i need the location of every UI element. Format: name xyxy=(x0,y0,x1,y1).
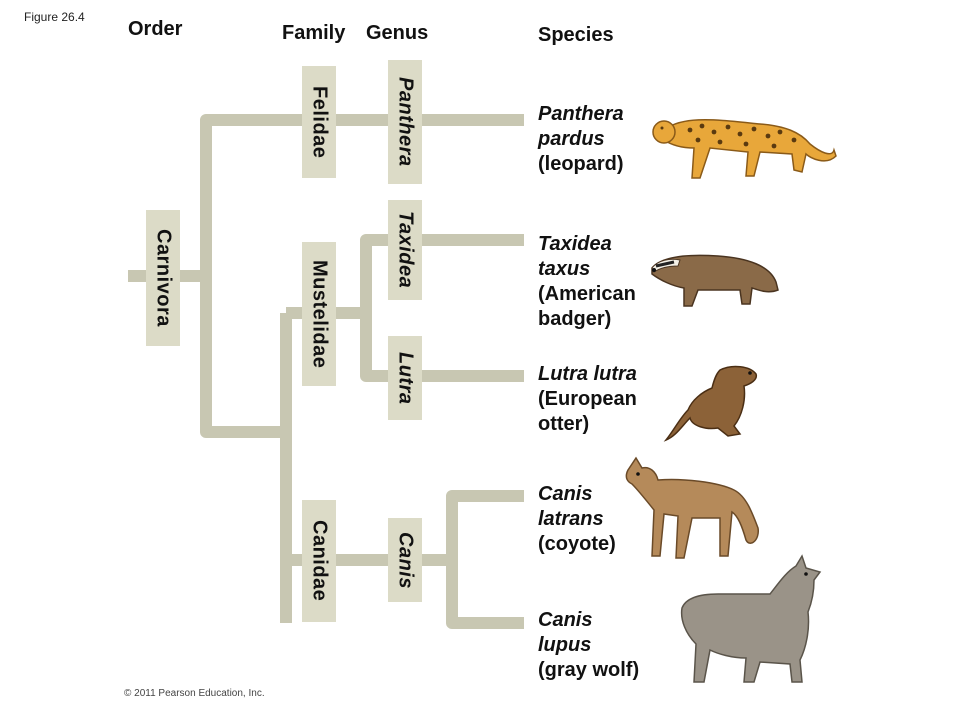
species-otter: Lutra lutra (European otter) xyxy=(538,362,637,437)
genus-box-taxidea: Taxidea xyxy=(388,200,422,300)
genus-box-panthera: Panthera xyxy=(388,60,422,184)
order-box-carnivora: Carnivora xyxy=(146,210,180,346)
species-scientific-line: Taxidea xyxy=(538,233,612,255)
branch-carnivora xyxy=(200,114,524,438)
header-family: Family xyxy=(282,22,346,44)
genus-label: Panthera xyxy=(394,77,417,167)
family-box-mustelidae: Mustelidae xyxy=(302,242,336,386)
header-species: Species xyxy=(538,24,614,46)
header-genus: Genus xyxy=(366,22,429,44)
otter-icon xyxy=(663,365,758,442)
family-label: Felidae xyxy=(308,85,331,159)
genus-box-canis: Canis xyxy=(388,518,422,602)
genus-label: Lutra xyxy=(394,351,417,405)
species-common-line: badger) xyxy=(538,308,612,330)
family-label: Canidae xyxy=(308,520,331,602)
species-scientific-line: pardus xyxy=(538,128,605,150)
leopard-icon xyxy=(652,118,837,179)
family-box-felidae: Felidae xyxy=(302,66,336,178)
species-scientific-line: Lutra lutra xyxy=(538,363,637,385)
species-wolf: Canis lupus (gray wolf) xyxy=(538,608,639,683)
order-label: Carnivora xyxy=(152,229,175,327)
species-common-line: (coyote) xyxy=(538,533,616,555)
copyright-notice: © 2011 Pearson Education, Inc. xyxy=(124,688,265,699)
branch-canis xyxy=(446,490,524,629)
species-scientific-line: taxus xyxy=(538,258,591,280)
species-common-line: (American xyxy=(538,283,636,305)
species-common-line: (leopard) xyxy=(538,153,624,175)
branch-musteloid-split xyxy=(360,234,524,382)
species-badger: Taxidea taxus (American badger) xyxy=(538,232,636,332)
species-coyote: Canis latrans (coyote) xyxy=(538,482,616,557)
wolf-icon xyxy=(680,554,822,683)
species-common-line: (gray wolf) xyxy=(538,659,640,681)
species-leopard: Panthera pardus (leopard) xyxy=(538,102,624,177)
family-label: Mustelidae xyxy=(308,259,331,369)
header-order: Order xyxy=(128,18,183,40)
species-common-line: (European xyxy=(538,388,637,410)
genus-box-lutra: Lutra xyxy=(388,336,422,420)
genus-label: Taxidea xyxy=(394,211,417,289)
figure-label: Figure 26.4 xyxy=(24,10,85,24)
species-scientific-line: Panthera xyxy=(538,103,624,125)
family-box-canidae: Canidae xyxy=(302,500,336,622)
genus-label: Canis xyxy=(394,531,417,589)
species-scientific-line: latrans xyxy=(538,508,604,530)
species-scientific-line: Canis xyxy=(538,609,593,631)
coyote-icon xyxy=(625,456,759,559)
species-scientific-line: lupus xyxy=(538,634,592,656)
species-scientific-line: Canis xyxy=(538,483,593,505)
species-common-line: otter) xyxy=(538,413,590,435)
badger-icon xyxy=(651,254,779,307)
